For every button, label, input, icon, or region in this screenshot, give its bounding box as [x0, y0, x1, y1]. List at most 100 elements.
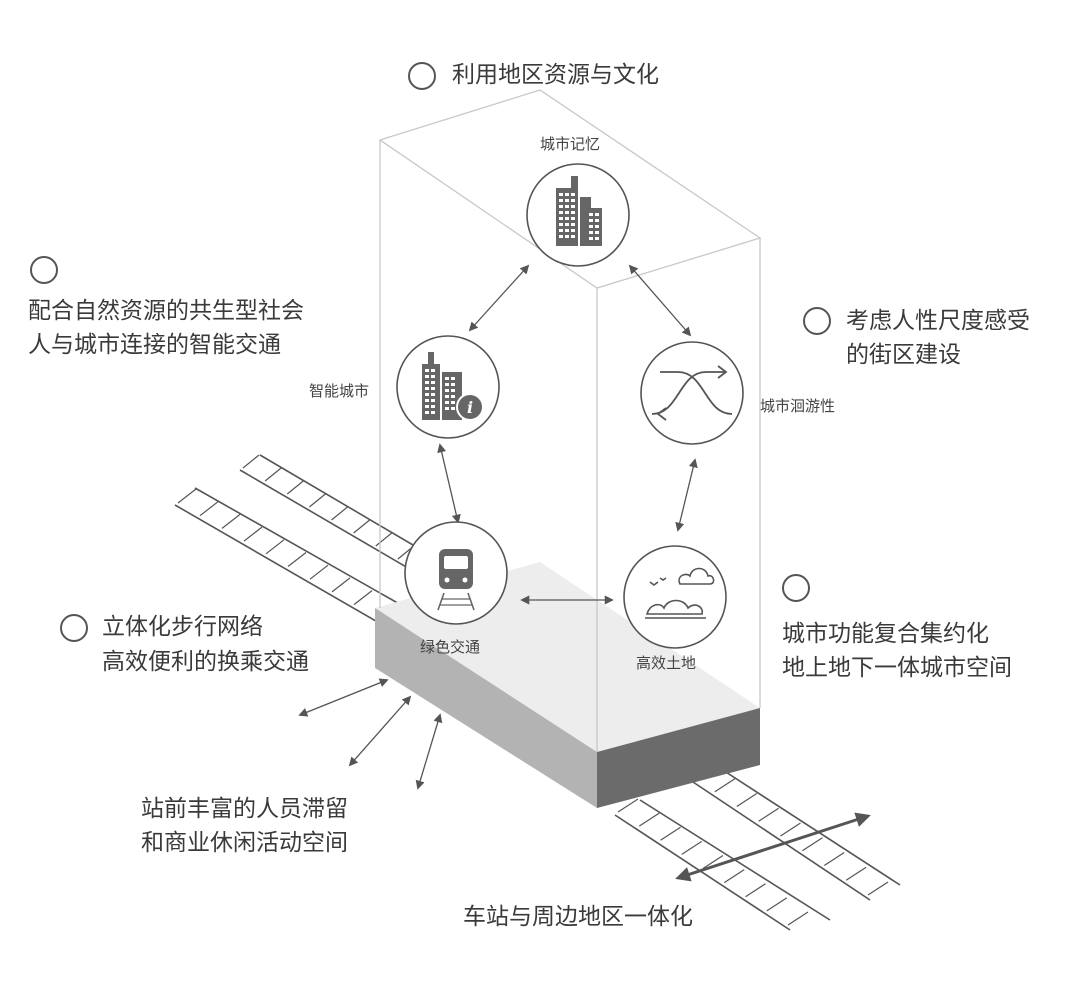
- right-note-ring-icon: [803, 307, 831, 335]
- window: [445, 383, 449, 386]
- rail-sleeper: [221, 513, 241, 529]
- rail-sleeper: [745, 883, 766, 898]
- window: [451, 401, 455, 404]
- right-note-line1: 考虑人性尺度感受: [846, 308, 1030, 334]
- window: [431, 399, 435, 402]
- window: [431, 411, 435, 414]
- window: [571, 235, 575, 238]
- rail-sleeper: [287, 552, 307, 567]
- left-note-line2: 人与城市连接的智能交通: [28, 332, 281, 358]
- window: [565, 193, 569, 196]
- window: [559, 205, 563, 208]
- window: [571, 223, 575, 226]
- rail-sleeper: [242, 454, 260, 469]
- rail-sleeper: [867, 881, 889, 896]
- train-icon: [437, 549, 475, 611]
- plaza-note-line1: 站前丰富的人员滞留: [141, 796, 348, 822]
- rail-sleeper: [780, 822, 801, 837]
- plaza-note-line2: 和商业休闲活动空间: [141, 830, 348, 856]
- window: [565, 211, 569, 214]
- window: [565, 223, 569, 226]
- rail-sleeper: [177, 488, 197, 504]
- building-volume: [378, 89, 762, 752]
- window: [431, 405, 435, 408]
- walk-note-ring-icon: [60, 614, 88, 642]
- window: [559, 223, 563, 226]
- land-note-line2: 地上地下一体城市空间: [782, 655, 1012, 681]
- window: [565, 235, 569, 238]
- window: [595, 213, 599, 216]
- bottom-caption: 车站与周边地区一体化: [463, 904, 693, 930]
- rail-sleeper: [714, 778, 736, 793]
- window: [571, 199, 575, 202]
- rail-sleeper: [660, 826, 681, 841]
- label-city-loop: 城市洄游性: [760, 397, 836, 415]
- rail-sleeper: [766, 897, 788, 912]
- window: [571, 193, 575, 196]
- window: [589, 237, 593, 240]
- rail-sleeper: [265, 539, 285, 555]
- rail-sleeper: [264, 467, 282, 482]
- window: [431, 375, 435, 378]
- node-efficient-land: [623, 545, 727, 649]
- rail-sleeper: [353, 519, 371, 534]
- window: [451, 383, 455, 386]
- window: [425, 381, 429, 384]
- window: [595, 219, 599, 222]
- walk-note-line1: 立体化步行网络: [102, 614, 263, 640]
- window: [445, 407, 449, 410]
- rail-sleeper: [802, 837, 823, 852]
- window: [425, 369, 429, 372]
- rail-sleeper: [243, 526, 263, 542]
- window: [425, 399, 429, 402]
- land-icon: [645, 567, 715, 619]
- window: [431, 369, 435, 372]
- window: [559, 199, 563, 202]
- right-note-line2: 的街区建设: [846, 342, 961, 368]
- rail-sleeper: [723, 869, 745, 884]
- window: [589, 225, 593, 228]
- window: [565, 199, 569, 202]
- window: [425, 405, 429, 408]
- window: [445, 401, 449, 404]
- window: [571, 217, 575, 220]
- rail-sleeper: [617, 798, 639, 813]
- window: [595, 231, 599, 234]
- rail-sleeper: [375, 532, 393, 547]
- smart-city-icon: i: [422, 352, 484, 421]
- land-note-ring-icon: [782, 574, 810, 602]
- window: [451, 377, 455, 380]
- land-note-line1: 城市功能复合集约化: [782, 621, 989, 647]
- window: [559, 235, 563, 238]
- window: [451, 395, 455, 398]
- window: [595, 225, 599, 228]
- window: [589, 231, 593, 234]
- svg-text:i: i: [467, 398, 473, 417]
- window: [559, 217, 563, 220]
- left-note-line1: 配合自然资源的共生型社会: [28, 298, 304, 324]
- window: [559, 193, 563, 196]
- window: [445, 377, 449, 380]
- window: [451, 389, 455, 392]
- rail-sleeper: [309, 564, 329, 580]
- rail-sleeper: [681, 840, 703, 855]
- rail-sleeper: [353, 590, 373, 606]
- walk-note-line2: 高效便利的换乘交通: [102, 649, 309, 675]
- loop-arrows-icon: [651, 365, 733, 421]
- rail-sleeper: [758, 807, 779, 822]
- window: [589, 219, 593, 222]
- label-city-memory: 城市记忆: [540, 135, 601, 153]
- window: [431, 381, 435, 384]
- window: [445, 395, 449, 398]
- window: [565, 217, 569, 220]
- rail-sleeper: [787, 911, 809, 926]
- integration-arrow: [675, 812, 871, 882]
- rail-sleeper: [286, 480, 304, 495]
- rail-sleeper: [331, 506, 348, 521]
- window: [565, 205, 569, 208]
- window: [425, 387, 429, 390]
- rail-sleeper: [823, 851, 845, 867]
- rail-sleeper: [845, 866, 867, 881]
- title-ring-icon: [408, 62, 436, 90]
